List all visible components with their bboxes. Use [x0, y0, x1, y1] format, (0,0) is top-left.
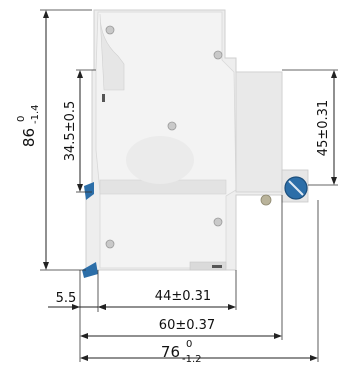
- label-body-mid: 34.5±0.5: [63, 101, 78, 162]
- terminal-right: [281, 169, 309, 203]
- rivet-icon: [213, 217, 223, 227]
- label-width-total: 76 0 -1.2: [161, 339, 202, 365]
- rivet-icon: [105, 25, 115, 35]
- width-total-nominal: 76: [161, 343, 180, 361]
- breaker-label-area: [126, 136, 194, 184]
- breaker-top-tab: [99, 13, 125, 91]
- height-total-upper: 0: [16, 116, 27, 122]
- dim-width-mid: [80, 333, 282, 339]
- terminal-clip-icon: [82, 262, 98, 278]
- screw-slot: [288, 180, 304, 196]
- height-total-nominal: 86: [20, 128, 38, 147]
- clip-mark: [212, 265, 222, 268]
- breaker-body: [85, 9, 283, 271]
- height-total-lower: -1.4: [30, 104, 41, 124]
- terminal-bottom-left: [82, 262, 98, 278]
- dim-body-mid: [76, 69, 96, 193]
- width-total-lower: -1.2: [182, 354, 202, 365]
- label-height-total: 86 0 -1.4: [16, 104, 41, 147]
- width-total-upper: 0: [186, 339, 192, 350]
- label-width-mid: 60±0.37: [159, 318, 215, 333]
- label-left-offset: 5.5: [56, 291, 77, 306]
- label-width-inner: 44±0.31: [155, 289, 211, 304]
- rivet-icon: [167, 121, 177, 131]
- rivets: [105, 25, 272, 249]
- label-right-height: 45±0.31: [316, 100, 331, 156]
- dim-height-total: [40, 9, 92, 271]
- rivet-icon: [105, 239, 115, 249]
- rivet-icon: [213, 50, 223, 60]
- dim-right-height: [282, 69, 338, 186]
- screw-icon: [260, 194, 272, 206]
- terminal-top-left: [84, 182, 94, 200]
- dim-width-inner: [98, 304, 236, 310]
- terminal-clip-icon: [84, 182, 94, 200]
- indicator-mark: [102, 94, 105, 102]
- breaker-side-block: [235, 71, 283, 193]
- dim-width-total: [80, 355, 318, 361]
- breaker-bottom-foot: [189, 261, 227, 271]
